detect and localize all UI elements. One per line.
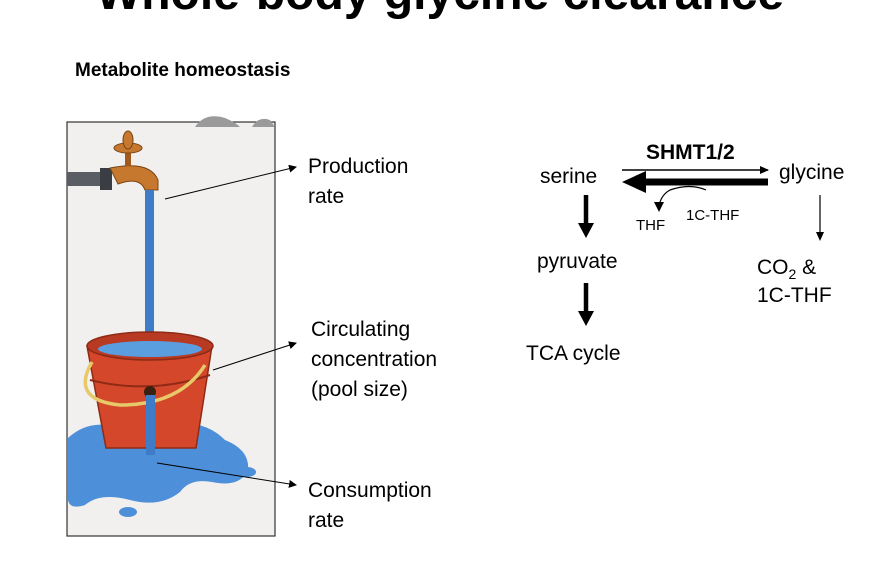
co2-subscript: 2 (788, 266, 797, 283)
production-pointer (164, 164, 297, 200)
bucket-handle (83, 361, 207, 407)
one-c-thf-label: 1C-THF (686, 207, 740, 224)
water-stream-shape (145, 190, 154, 352)
consumption-pointer (156, 462, 297, 488)
enzyme-label: SHMT1/2 (646, 141, 735, 164)
corner-blob (252, 118, 275, 127)
circulating-concentration-label: Circulating concentration (pool size) (311, 318, 438, 401)
slide-subtitle: Metabolite homeostasis (75, 60, 291, 81)
thf-label: THF (636, 217, 666, 234)
slide-title: Whole-body glycine clearance (0, 0, 880, 21)
serine-label: serine (540, 165, 598, 188)
consumption-rate-label: Consumption rate (308, 479, 432, 532)
co2-ampersand: & (796, 256, 817, 279)
production-rate-label: Production rate (308, 155, 409, 208)
corner-blob (195, 116, 240, 127)
pyruvate-label: pyruvate (537, 250, 618, 273)
co2-label: CO2 & (757, 256, 816, 282)
one-c-thf-product-label: 1C-THF (757, 284, 832, 307)
glycine-label: glycine (779, 161, 845, 184)
thf-cofactor-arrow (658, 185, 707, 207)
water-drop-shape (238, 467, 256, 477)
co2-text: CO (757, 256, 789, 279)
water-drop-shape (119, 507, 137, 517)
tca-cycle-label: TCA cycle (526, 342, 621, 365)
leak-stream-shape (146, 395, 155, 455)
concentration-pointer (212, 341, 297, 371)
